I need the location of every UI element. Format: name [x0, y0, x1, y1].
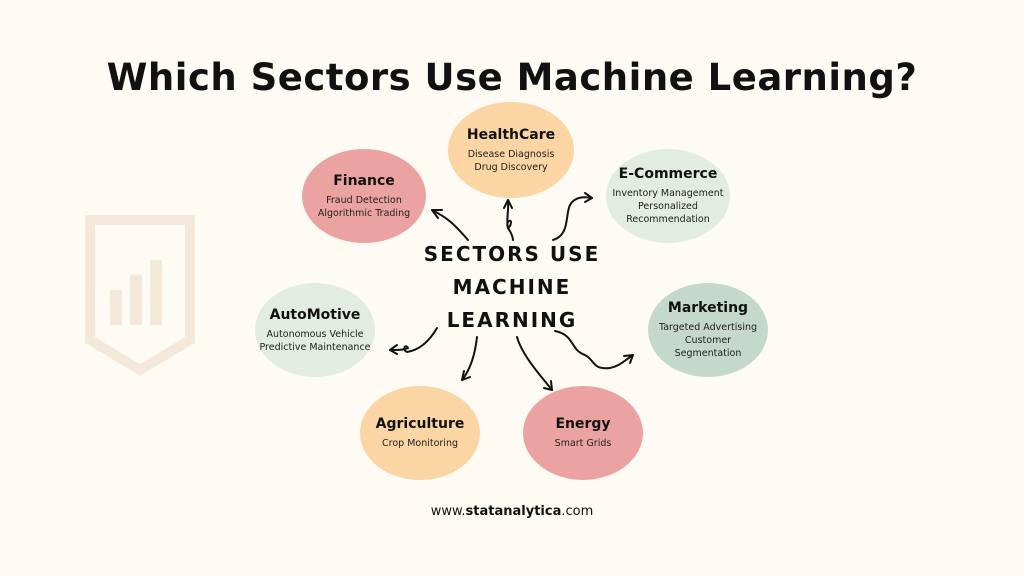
sector-agriculture: Agriculture Crop Monitoring [360, 386, 480, 480]
sector-title: Marketing [667, 300, 749, 316]
sector-energy: Energy Smart Grids [523, 386, 643, 480]
sector-use: Predictive Maintenance [259, 341, 371, 353]
sector-title: E-Commerce [618, 166, 718, 182]
sector-title: Energy [555, 416, 611, 432]
arrow-to-agriculture [461, 336, 478, 381]
center-line: SECTORS USE [423, 242, 601, 266]
sector-use: Targeted Advertising [658, 322, 758, 333]
sector-marketing: Marketing Targeted Advertising Customer … [648, 283, 768, 377]
page-title: Which Sectors Use Machine Learning? [106, 56, 918, 99]
sector-use: Autonomous Vehicle [266, 328, 364, 340]
sector-use: Fraud Detection [326, 194, 402, 206]
sector-title: Finance [333, 172, 395, 189]
sector-use: Disease Diagnosis [467, 148, 555, 160]
sector-healthcare: HealthCare Disease Diagnosis Drug Discov… [448, 102, 574, 198]
sector-use: Algorithmic Trading [317, 207, 411, 219]
footer-suffix: .com [561, 504, 594, 519]
sector-use: Segmentation [674, 348, 742, 359]
sector-finance: Finance Fraud Detection Algorithmic Trad… [302, 149, 426, 243]
footer-brand: statanalytica [465, 504, 562, 519]
footer-prefix: www. [430, 504, 466, 519]
sector-use: Drug Discovery [474, 161, 548, 173]
footer-url: www.statanalytica.com [0, 504, 1024, 519]
sector-use: Smart Grids [554, 438, 612, 449]
center-line: LEARNING [446, 308, 578, 332]
center-label: SECTORS USE MACHINE LEARNING [412, 238, 612, 337]
center-line: MACHINE [452, 275, 572, 299]
sector-use: Crop Monitoring [382, 438, 458, 449]
arrow-to-energy [516, 336, 553, 391]
sector-use: Inventory Management [612, 188, 724, 199]
sector-use: Recommendation [626, 214, 710, 225]
arrow-to-automotive [389, 327, 438, 355]
sector-use: Customer [684, 335, 732, 346]
sector-ecommerce: E-Commerce Inventory Management Personal… [606, 149, 730, 243]
arrow-to-marketing [554, 330, 634, 370]
arrow-to-healthcare [503, 199, 514, 241]
arrow-to-ecommerce [552, 192, 593, 241]
sector-title: Agriculture [375, 416, 465, 432]
sector-title: AutoMotive [269, 306, 361, 323]
sector-title: HealthCare [466, 126, 556, 143]
arrow-to-finance [431, 209, 469, 241]
sector-use: Personalized [638, 201, 698, 212]
sector-automotive: AutoMotive Autonomous Vehicle Predictive… [255, 283, 375, 377]
